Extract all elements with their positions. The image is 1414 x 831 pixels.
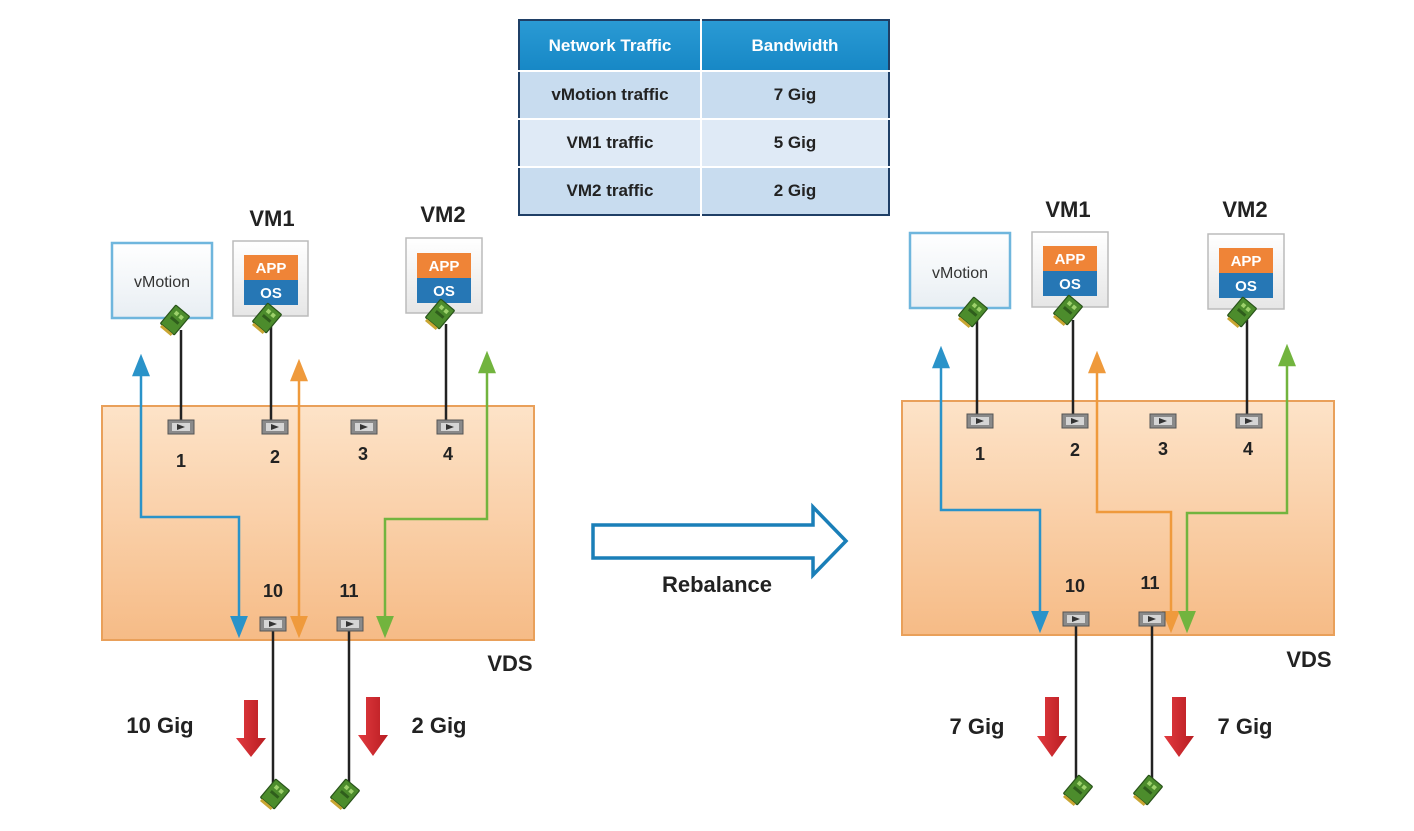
vds-label-after: VDS xyxy=(1286,647,1331,672)
table-cell: VM2 traffic xyxy=(519,166,702,215)
uplink-number: 10 xyxy=(1065,576,1085,596)
vm1-after: VM1 APP OS xyxy=(1031,197,1109,308)
vm2-app-label: APP xyxy=(1231,253,1262,270)
vds-label-before: VDS xyxy=(487,651,532,676)
rebalance-arrow: Rebalance xyxy=(591,502,849,597)
vm2-os-label: OS xyxy=(433,283,455,300)
uplink-bandwidth: 10 Gig xyxy=(126,713,193,738)
port-icon xyxy=(1149,413,1177,429)
port-icon xyxy=(259,616,287,632)
vm2-title: VM2 xyxy=(1222,197,1267,222)
vm2-title: VM2 xyxy=(420,202,465,227)
uplink-number: 11 xyxy=(1140,573,1159,593)
vm1-os-label: OS xyxy=(1059,276,1081,293)
vmotion-label: vMotion xyxy=(134,274,190,291)
port-icon xyxy=(261,419,289,435)
vmotion-box-before: vMotion xyxy=(110,241,214,320)
vm1-os-label: OS xyxy=(260,285,282,302)
port-number: 1 xyxy=(975,444,985,464)
table-row: VM1 traffic 5 Gig xyxy=(519,118,889,167)
uplink-number: 10 xyxy=(263,581,283,601)
port-icon xyxy=(1138,611,1166,627)
table-cell: vMotion traffic xyxy=(519,70,702,119)
vmotion-flow-after xyxy=(932,345,1049,634)
vds-switch-after xyxy=(901,400,1335,636)
vmotion-flow-before xyxy=(132,353,248,639)
vm1-app-label: APP xyxy=(256,260,287,277)
table-cell: 2 Gig xyxy=(700,166,889,215)
column-header: Bandwidth xyxy=(700,20,889,71)
rebalance-label: Rebalance xyxy=(662,572,772,597)
vm2-os-label: OS xyxy=(1235,278,1257,295)
vm2-after: VM2 APP OS xyxy=(1207,197,1285,310)
port-icon xyxy=(350,419,378,435)
port-icon xyxy=(1062,611,1090,627)
uplink-bandwidth: 7 Gig xyxy=(949,714,1004,739)
table-header-row: Network Traffic Bandwidth xyxy=(519,20,889,71)
vds-switch-before xyxy=(101,405,535,641)
vm1-before: VM1 APP OS xyxy=(232,206,309,317)
port-number: 4 xyxy=(1243,439,1253,459)
uplink-bandwidth: 2 Gig xyxy=(411,713,466,738)
port-icon xyxy=(1235,413,1263,429)
pnic-icon xyxy=(1060,774,1094,808)
after-panel: vMotion VM1 APP OS VM2 APP OS xyxy=(901,197,1335,808)
column-header: Network Traffic xyxy=(519,20,702,71)
red-down-arrow xyxy=(236,700,266,757)
port-icon xyxy=(436,419,464,435)
port-number: 4 xyxy=(443,444,453,464)
port-number: 3 xyxy=(358,444,368,464)
port-number: 2 xyxy=(1070,440,1080,460)
pnic-icon xyxy=(257,778,291,812)
port-icon xyxy=(336,616,364,632)
pnic-icon xyxy=(1130,774,1164,808)
vm1-title: VM1 xyxy=(249,206,294,231)
before-panel: vMotion VM1 APP OS VM2 APP OS xyxy=(101,202,535,812)
red-down-arrow xyxy=(1164,697,1194,757)
vm2-app-label: APP xyxy=(429,258,460,275)
vm1-title: VM1 xyxy=(1045,197,1090,222)
port-number: 2 xyxy=(270,447,280,467)
port-icon xyxy=(167,419,195,435)
vm2-flow-after xyxy=(1178,343,1296,634)
red-down-arrow xyxy=(358,697,388,756)
vmotion-box-after: vMotion xyxy=(908,231,1012,310)
port-icon xyxy=(966,413,994,429)
table-cell: VM1 traffic xyxy=(519,118,702,167)
port-number: 3 xyxy=(1158,439,1168,459)
pnic-icon xyxy=(327,778,361,812)
table-row: vMotion traffic 7 Gig xyxy=(519,70,889,119)
uplink-number: 11 xyxy=(339,581,358,601)
vm2-before: VM2 APP OS xyxy=(405,202,483,314)
vm1-app-label: APP xyxy=(1055,251,1086,268)
vm1-flow-after xyxy=(1088,350,1180,634)
traffic-bandwidth-table: Network Traffic Bandwidth vMotion traffi… xyxy=(518,19,890,216)
vm2-flow-before xyxy=(376,350,496,639)
table-cell: 7 Gig xyxy=(700,70,889,119)
port-number: 1 xyxy=(176,451,186,471)
uplink-bandwidth: 7 Gig xyxy=(1217,714,1272,739)
table-row: VM2 traffic 2 Gig xyxy=(519,166,889,215)
port-icon xyxy=(1061,413,1089,429)
red-down-arrow xyxy=(1037,697,1067,757)
table-cell: 5 Gig xyxy=(700,118,889,167)
vmotion-label: vMotion xyxy=(932,265,988,282)
